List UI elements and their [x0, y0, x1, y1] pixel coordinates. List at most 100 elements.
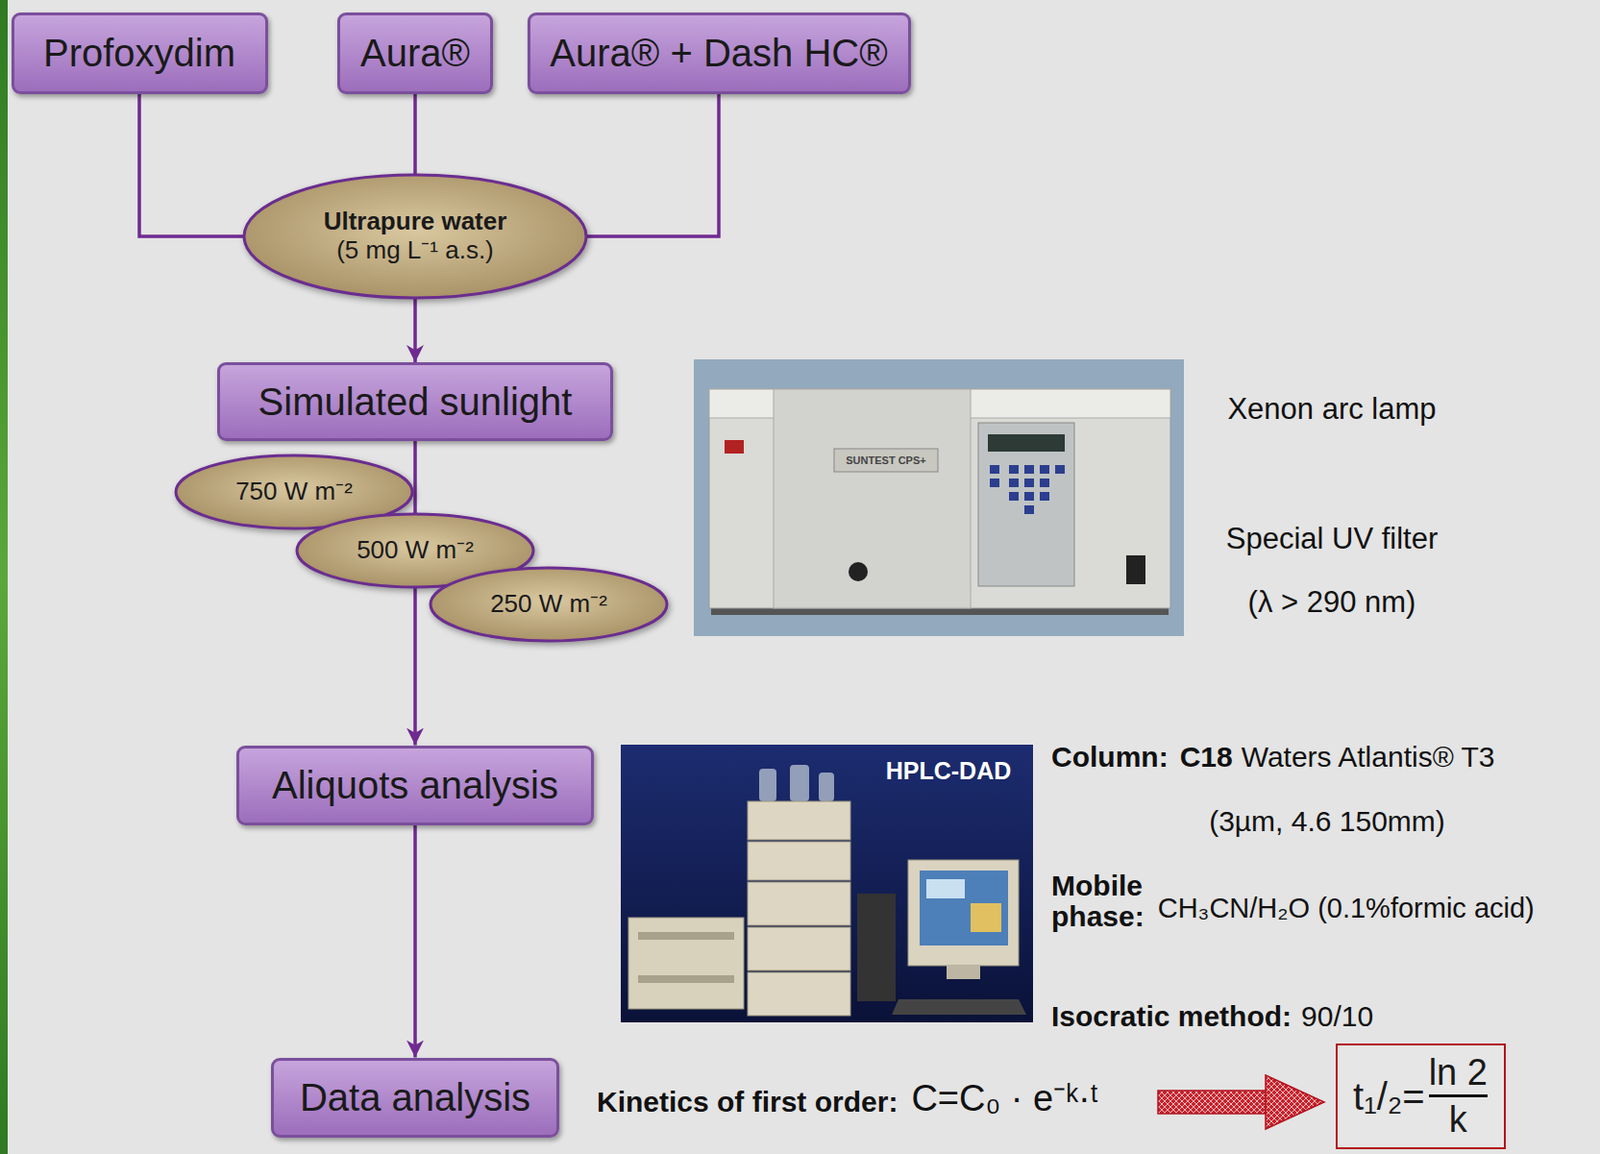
hplc-module: [747, 927, 851, 971]
key: [1009, 478, 1019, 488]
fraction-bar: [1428, 1094, 1488, 1098]
result-arrow: [1157, 1075, 1325, 1130]
spec-value: CH₃CN/H₂O (0.1%formic acid): [1157, 892, 1535, 925]
spec-value: (3µm, 4.6 150mm): [1208, 805, 1446, 839]
pc-tower: [857, 893, 896, 1002]
text-group: Data analysis: [299, 1075, 531, 1120]
ellipse-shape: [430, 567, 667, 641]
spec-key: Mobile phase:: [1051, 870, 1145, 932]
process-box: Aura®: [337, 12, 493, 95]
device-note: (λ > 290 nm): [1248, 585, 1417, 620]
keypad: [989, 465, 1065, 515]
module-slot: [638, 932, 735, 940]
spec-value: 90/10: [1301, 1000, 1374, 1034]
process-box: Aura® + Dash HC®: [527, 12, 911, 95]
text-group: Simulated sunlight: [258, 379, 573, 424]
connector: [586, 94, 719, 238]
key: [1024, 505, 1034, 515]
node-text: k: [1449, 1099, 1468, 1142]
screen-window: [926, 879, 965, 899]
solvent-bottle: [789, 764, 810, 802]
node-text: Simulated sunlight: [258, 379, 573, 424]
text-group: Aura®: [360, 30, 470, 75]
connector: [413, 825, 418, 1059]
device-note: Xenon arc lamp: [1227, 392, 1436, 427]
arrow-body: [1157, 1090, 1266, 1114]
spec-value: C18: [1180, 740, 1233, 775]
node-text: Aura®: [360, 30, 470, 75]
process-box: Aliquots analysis: [236, 745, 594, 826]
screen-window: [970, 903, 1002, 933]
spec-key: Column:: [1051, 740, 1169, 775]
device-switch: [1126, 555, 1146, 585]
key: [1024, 465, 1034, 474]
solvent-bottle: [759, 768, 777, 802]
device-plate-text: SUNTEST CPS+: [845, 454, 926, 468]
text-group: 500 W m⁻²: [356, 536, 474, 566]
text-group: Aura® + Dash HC®: [549, 30, 887, 75]
hplc-module: [747, 841, 851, 881]
node-text: 750 W m⁻²: [235, 477, 353, 507]
connector: [413, 297, 418, 363]
formula-box: t₁/₂=ln 2k: [1335, 1043, 1506, 1150]
node-text: 500 W m⁻²: [356, 536, 474, 566]
connector: [413, 94, 418, 176]
arrow-head: [1265, 1075, 1325, 1130]
key: [989, 478, 1000, 488]
monitor-screen: [919, 870, 1009, 946]
text-group: 750 W m⁻²: [235, 477, 353, 507]
node-text: ln 2: [1428, 1052, 1488, 1095]
key: [1024, 492, 1034, 501]
monitor: [908, 860, 1019, 966]
device-note: Special UV filter: [1226, 521, 1439, 557]
process-box: Profoxydim: [11, 12, 269, 95]
hplc-module: [747, 882, 851, 926]
display: [987, 434, 1065, 452]
process-box: Simulated sunlight: [217, 362, 614, 442]
node-text: Data analysis: [299, 1075, 531, 1120]
spec-value: Waters Atlantis® T3: [1241, 740, 1496, 775]
kinetics-label: Kinetics of first order:: [596, 1085, 898, 1120]
hplc-module: [747, 972, 851, 1016]
side-module: [628, 917, 744, 1010]
fraction: ln 2k: [1428, 1052, 1488, 1142]
text-group: Profoxydim: [43, 30, 236, 75]
text-group: Aliquots analysis: [271, 763, 559, 808]
device-body: [709, 389, 1171, 609]
key: [1039, 492, 1050, 501]
key: [1024, 478, 1034, 488]
text-group: Ultrapure water(5 mg L⁻¹ a.s.): [323, 207, 508, 266]
hplc-photo: [620, 744, 1034, 1023]
text-group: 250 W m⁻²: [490, 590, 608, 619]
node-text: (5 mg L⁻¹ a.s.): [336, 236, 494, 266]
kinetics-equation: C=C₀ · e⁻ᵏ·ᵗ: [910, 1078, 1099, 1121]
node-text: 250 W m⁻²: [490, 590, 608, 619]
node-text: Profoxydim: [43, 30, 236, 75]
device-plate: [834, 448, 938, 472]
key: [1009, 465, 1019, 474]
key: [1009, 492, 1019, 501]
device-chamber: [773, 389, 971, 609]
keyboard: [891, 999, 1027, 1015]
node-text: Aliquots analysis: [271, 763, 559, 808]
key: [1039, 465, 1050, 474]
monitor-stand: [946, 965, 981, 980]
connector: [139, 94, 245, 238]
solvent-bottle: [818, 772, 835, 802]
text-group: t₁/₂=ln 2k: [1353, 1052, 1488, 1142]
key: [989, 465, 1000, 474]
key: [1055, 465, 1065, 474]
key: [1039, 478, 1050, 488]
node-text: t₁/₂=: [1353, 1074, 1426, 1119]
green-edge: [0, 0, 8, 1154]
device-logo: [724, 440, 744, 454]
suntest-photo: [693, 359, 1184, 637]
hplc-module: [747, 801, 851, 840]
control-panel: [978, 422, 1075, 587]
module-slot: [638, 975, 735, 984]
device-knob: [848, 562, 868, 582]
